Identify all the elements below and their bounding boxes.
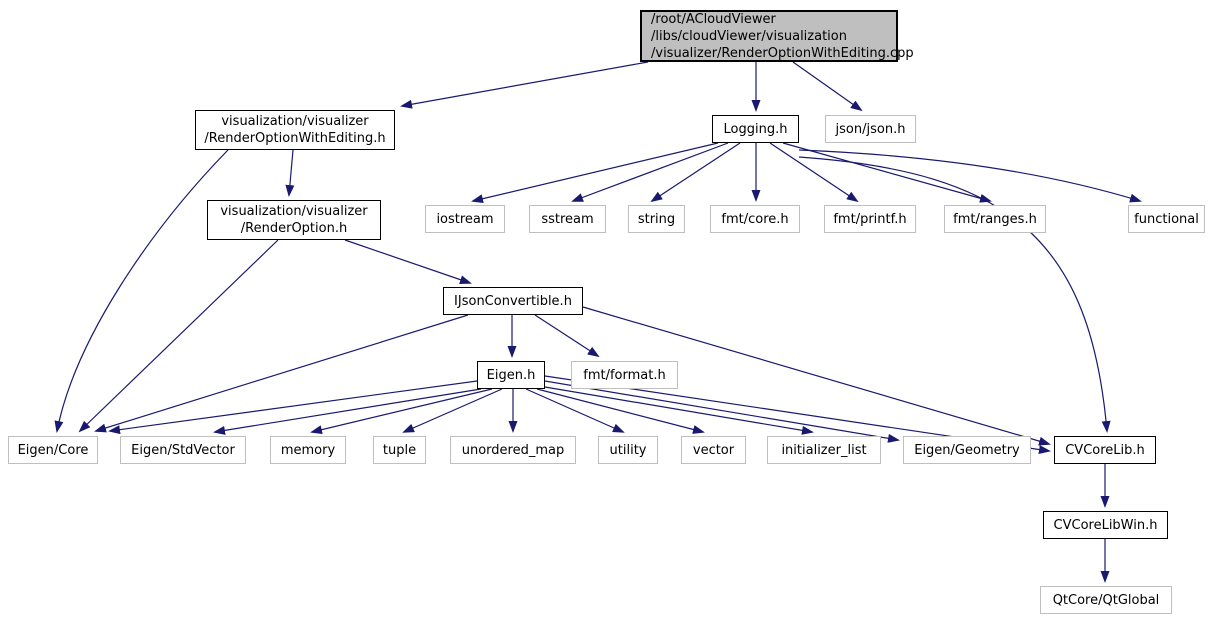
edge-logging-cvcore (798, 156, 1111, 433)
edge-logging-fmtprintf (769, 142, 859, 203)
graph-node-ijson[interactable]: IJsonConvertible.h (443, 287, 583, 315)
edge-root-json (792, 61, 863, 112)
edge-ropt-ijson (344, 239, 472, 285)
graph-node-string: string (628, 205, 685, 233)
edge-logging-string (650, 142, 741, 203)
edge-eigenh-eigencore (108, 380, 478, 435)
graph-node-fmtcore: fmt/core.h (710, 205, 800, 233)
graph-node-functional: functional (1128, 205, 1205, 233)
edge-ijson-cvcore (582, 306, 1051, 446)
edge-ropt-eigencore (78, 239, 279, 433)
graph-node-stdvector: Eigen/StdVector (120, 436, 246, 464)
graph-node-json: json/json.h (825, 115, 916, 143)
edge-logging-sstream (571, 142, 729, 202)
edge-eigenh-initlist (544, 386, 814, 435)
graph-node-root: /root/ACloudViewer /libs/cloudViewer/vis… (640, 10, 914, 62)
edge-logging-iostream (471, 142, 719, 204)
graph-node-qtglobal: QtCore/QtGlobal (1040, 586, 1172, 614)
graph-node-utility: utility (598, 436, 658, 464)
graph-node-eigencore: Eigen/Core (8, 436, 98, 464)
graph-node-fmtprintf: fmt/printf.h (824, 205, 916, 233)
edge-eigenh-memory (310, 388, 493, 435)
graph-node-vector: vector (681, 436, 746, 464)
graph-node-ropt[interactable]: visualization/visualizer /RenderOption.h (207, 200, 381, 240)
edge-eigenh-geometry (544, 380, 900, 443)
edge-rowe-ropt (285, 149, 295, 197)
graph-node-cvcore[interactable]: CVCoreLib.h (1054, 436, 1156, 464)
edge-eigenh-vector (536, 388, 705, 434)
graph-node-tuple: tuple (373, 436, 426, 464)
edge-eigenh-tuple (402, 388, 503, 433)
graph-node-geometry: Eigen/Geometry (903, 436, 1031, 464)
graph-node-memory: memory (270, 436, 346, 464)
graph-node-fmtranges: fmt/ranges.h (944, 205, 1046, 233)
graph-node-eigenh[interactable]: Eigen.h (477, 361, 545, 389)
graph-node-iostream: iostream (425, 205, 505, 233)
graph-node-fmtformat: fmt/format.h (571, 361, 678, 389)
graph-node-sstream: sstream (529, 205, 606, 233)
edge-logging-functional (798, 149, 1142, 203)
graph-node-logging[interactable]: Logging.h (712, 115, 799, 143)
edge-root-rowe (400, 61, 649, 109)
edge-eigenh-stdvector (213, 388, 482, 435)
edge-logging-fmtranges (782, 142, 992, 203)
graph-node-cvcorewin[interactable]: CVCoreLibWin.h (1043, 511, 1168, 539)
edge-ijson-eigencore (94, 314, 469, 433)
edge-eigenh-utility (525, 388, 625, 433)
edge-ijson-fmtformat (534, 314, 600, 358)
graph-node-initlist: initializer_list (767, 436, 881, 464)
graph-node-rowe[interactable]: visualization/visualizer /RenderOptionWi… (195, 110, 395, 150)
graph-node-umap: unordered_map (450, 436, 576, 464)
edge-rowe-eigencore (54, 149, 229, 433)
